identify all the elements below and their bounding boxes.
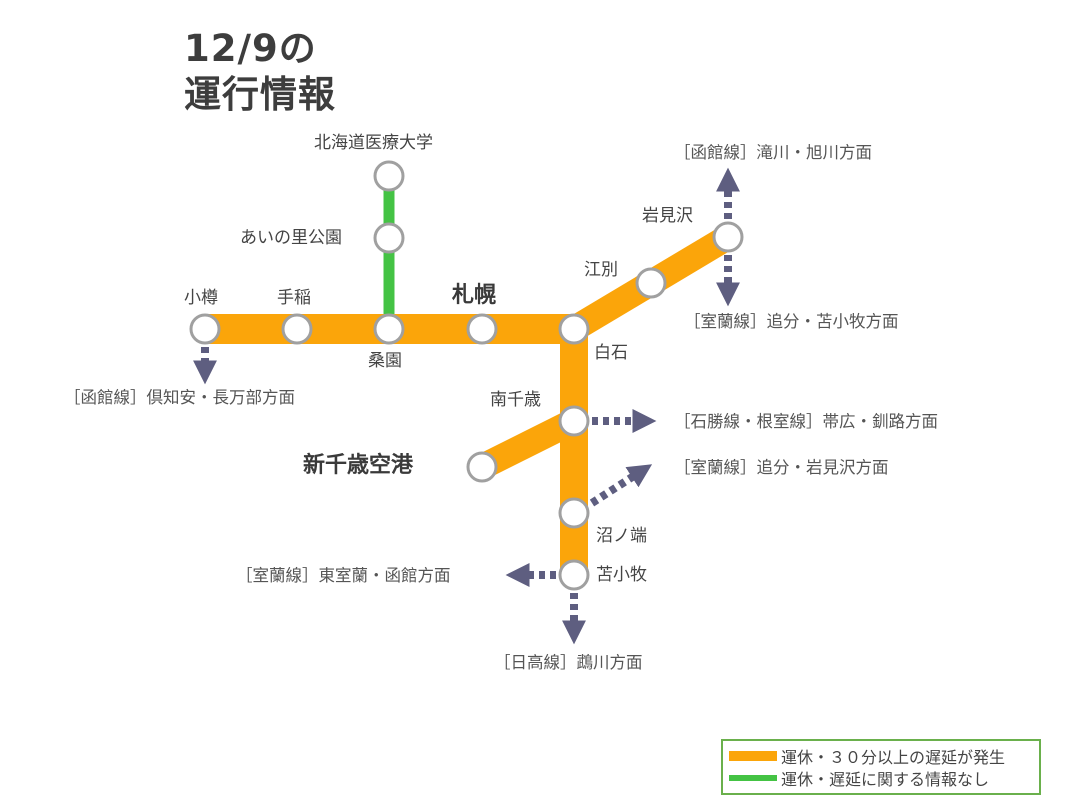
- label-minami-chitose: 南千歳: [490, 390, 541, 410]
- station-otaru[interactable]: [189, 313, 221, 345]
- label-numanohata: 沼ノ端: [596, 526, 647, 546]
- direction-hakodate-kutchan: ［函館線］倶知安・長万部方面: [64, 388, 295, 407]
- station-ebetsu[interactable]: [635, 267, 667, 299]
- legend: 運休・３０分以上の遅延が発生 運休・遅延に関する情報なし: [721, 739, 1041, 795]
- arrow-diag-numanohata: [589, 464, 653, 507]
- label-iwamizawa: 岩見沢: [642, 206, 693, 226]
- station-hokkaido-iryo-daigaku[interactable]: [373, 160, 405, 192]
- station-shiroishi[interactable]: [558, 313, 590, 345]
- legend-item-no-info: 運休・遅延に関する情報なし: [729, 767, 1033, 789]
- legend-label-no-info: 運休・遅延に関する情報なし: [781, 770, 990, 789]
- label-sapporo: 札幌: [452, 283, 497, 308]
- direction-hakodate-takikawa: ［函館線］滝川・旭川方面: [674, 143, 872, 162]
- station-teine[interactable]: [281, 313, 313, 345]
- label-shiroishi: 白石: [594, 343, 628, 363]
- line-airport: [476, 409, 580, 479]
- label-shin-chitose-kuko: 新千歳空港: [303, 453, 414, 478]
- direction-sekisho-nemuro: ［石勝線・根室線］帯広・釧路方面: [674, 412, 938, 431]
- label-hokkaido-iryo-daigaku: 北海道医療大学: [314, 133, 433, 153]
- legend-label-delayed: 運休・３０分以上の遅延が発生: [781, 748, 1006, 767]
- label-teine: 手稲: [277, 288, 311, 308]
- label-tomakomai: 苫小牧: [596, 565, 647, 585]
- title-heading: 運行情報: [184, 73, 336, 116]
- label-otaru: 小樽: [184, 288, 218, 308]
- station-tomakomai[interactable]: [558, 559, 590, 591]
- direction-muroran-higashimuroran: ［室蘭線］東室蘭・函館方面: [236, 566, 451, 585]
- station-shin-chitose-kuko[interactable]: [466, 451, 498, 483]
- station-sapporo[interactable]: [466, 313, 498, 345]
- legend-item-delayed: 運休・３０分以上の遅延が発生: [729, 745, 1033, 767]
- direction-hidaka-mukawa: ［日高線］鵡川方面: [494, 653, 643, 672]
- direction-arrows: [193, 167, 740, 645]
- station-iwamizawa[interactable]: [712, 221, 744, 253]
- direction-muroran-oiwake-iwamizawa: ［室蘭線］追分・岩見沢方面: [674, 458, 889, 477]
- page-title: 12/9の 運行情報: [184, 26, 336, 118]
- stations: [189, 160, 744, 591]
- direction-muroran-oiwake-tomakomai: ［室蘭線］追分・苫小牧方面: [684, 312, 899, 331]
- label-ebetsu: 江別: [584, 260, 618, 280]
- station-minami-chitose[interactable]: [558, 405, 590, 437]
- orange-swatch-icon: [729, 751, 777, 761]
- label-ainosato-koen: あいの里公園: [240, 228, 342, 248]
- green-swatch-icon: [729, 775, 777, 781]
- station-ainosato-koen[interactable]: [373, 222, 405, 254]
- title-date: 12/9の: [184, 27, 317, 70]
- label-soen: 桑園: [368, 351, 402, 371]
- station-numanohata[interactable]: [558, 497, 590, 529]
- station-soen[interactable]: [373, 313, 405, 345]
